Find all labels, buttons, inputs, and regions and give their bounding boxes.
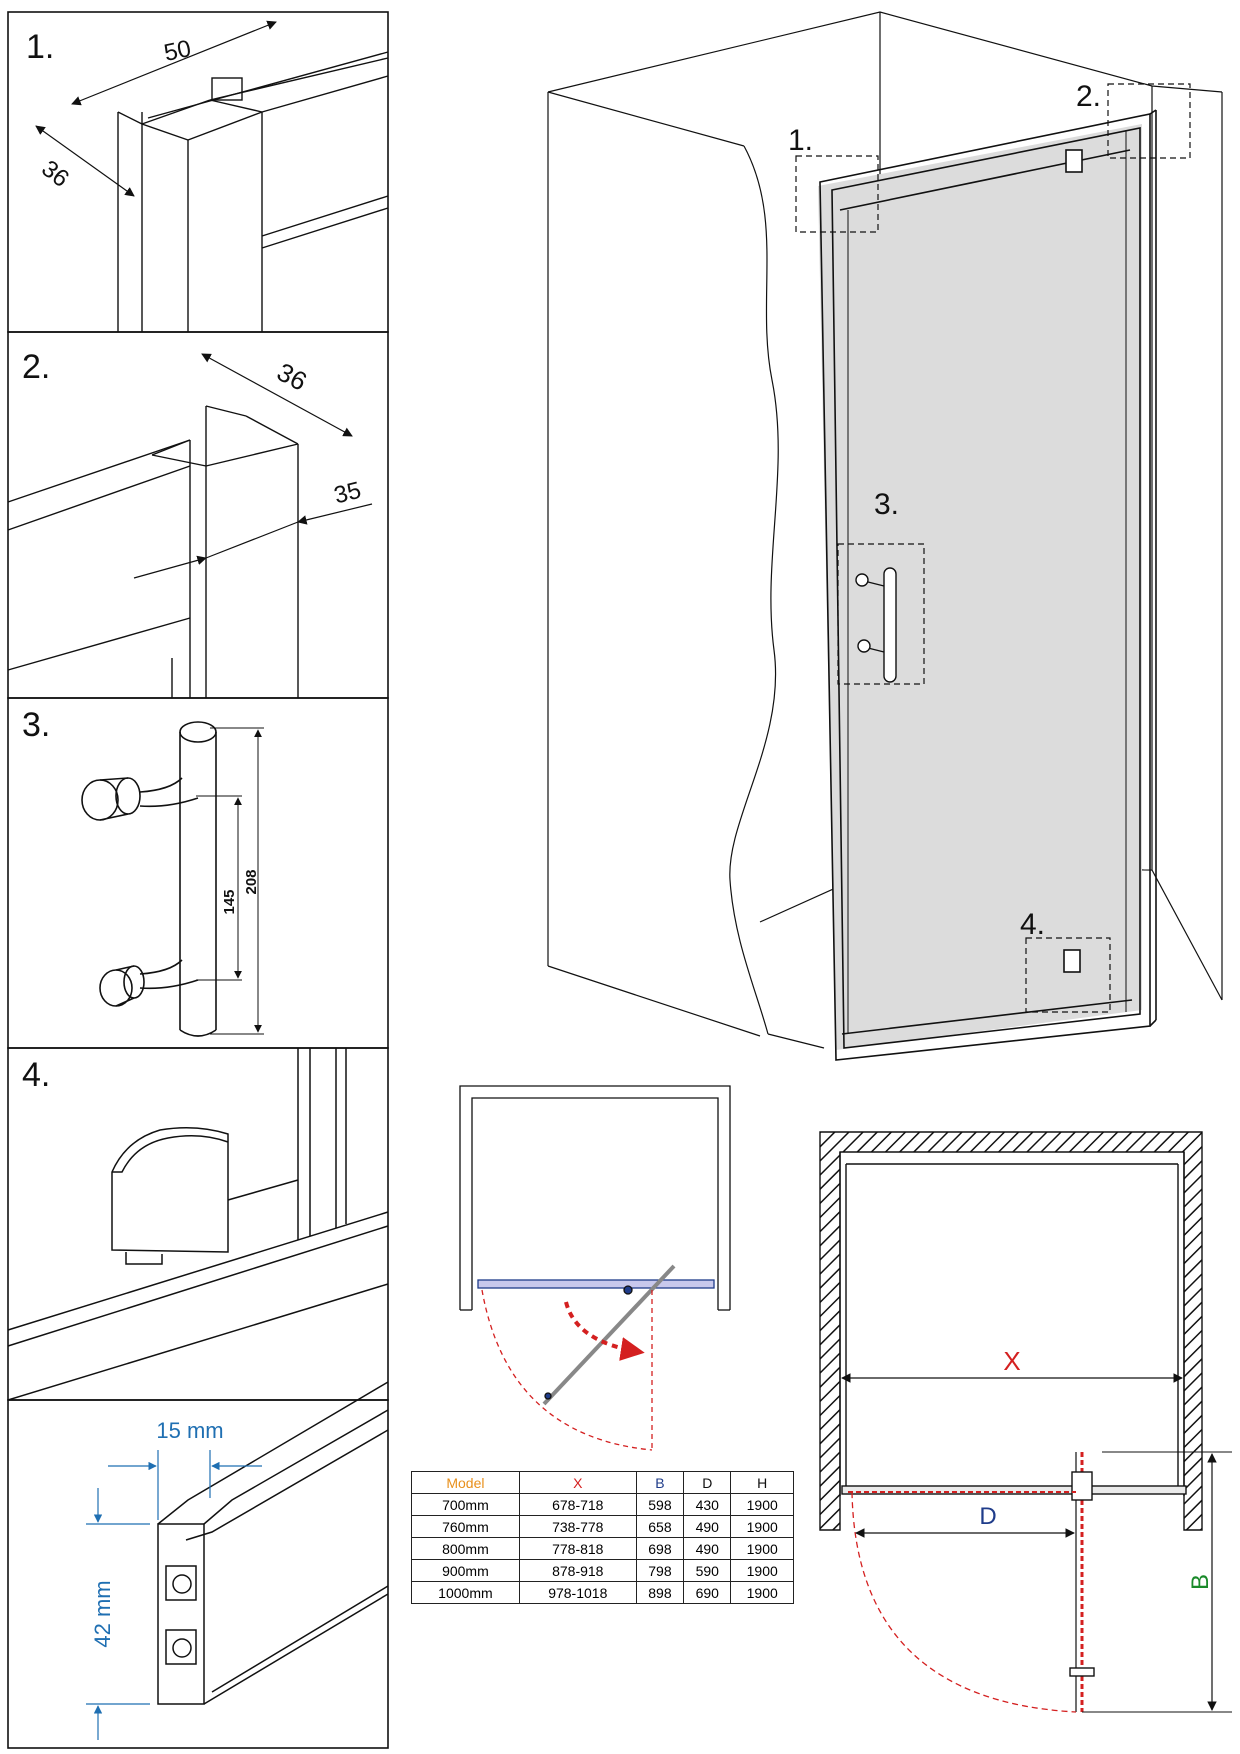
detail-2-profile-drawing xyxy=(7,405,299,698)
detail-5-profile-drawing xyxy=(157,1381,389,1705)
detail-1-dim-width: 50 xyxy=(162,35,194,67)
table-cell: 778-818 xyxy=(518,1537,637,1560)
detail-2-dimensions xyxy=(133,353,373,579)
detail-1-number: 1. xyxy=(26,28,54,66)
table-cell: 490 xyxy=(683,1515,732,1538)
plan-label-x: X xyxy=(1003,1346,1020,1376)
table-cell: 898 xyxy=(635,1581,685,1604)
overview-callout-1: 1. xyxy=(788,124,813,157)
table-cell: 1000mm xyxy=(411,1581,520,1604)
plan-label-d: D xyxy=(979,1503,996,1530)
table-cell: 1900 xyxy=(730,1581,794,1604)
table-cell: 798 xyxy=(635,1559,685,1582)
table-cell: 690 xyxy=(683,1581,732,1604)
overview-callout-2: 2. xyxy=(1076,80,1101,113)
table-cell: 1900 xyxy=(730,1537,794,1560)
overview-enclosure xyxy=(547,11,1223,1049)
table-row: 900mm 878-918 798 590 1900 xyxy=(411,1559,794,1582)
table-cell: 658 xyxy=(635,1515,685,1538)
table-cell: 698 xyxy=(635,1537,685,1560)
table-cell: 1900 xyxy=(730,1559,794,1582)
table-cell: 490 xyxy=(683,1537,732,1560)
overview-door xyxy=(818,109,1157,1061)
overview-handle xyxy=(855,567,897,683)
detail-3-dimensions xyxy=(196,727,264,1035)
overview-callout-boxes xyxy=(795,83,1191,1013)
table-cell: 1900 xyxy=(730,1493,794,1516)
spec-header-h: H xyxy=(730,1471,794,1494)
detail-2-number: 2. xyxy=(22,348,50,386)
plan-view xyxy=(819,1131,1232,1713)
detail-panel-4-frame xyxy=(7,1047,389,1401)
overview-callout-3: 3. xyxy=(874,488,899,521)
table-cell: 700mm xyxy=(411,1493,520,1516)
detail-5-dim-height: 42 mm xyxy=(90,1580,115,1647)
detail-4-number: 4. xyxy=(22,1056,50,1094)
table-cell: 800mm xyxy=(411,1537,520,1560)
detail-5-dimensions xyxy=(86,1450,262,1740)
detail-3-dim-inner: 145 xyxy=(221,889,238,914)
detail-3-number: 3. xyxy=(22,706,50,744)
table-cell: 1900 xyxy=(730,1515,794,1538)
detail-1-dim-depth: 36 xyxy=(36,155,74,193)
spec-header-model: Model xyxy=(411,1471,520,1494)
spec-table: Model X B D H 700mm 678-718 598 430 1900… xyxy=(411,1471,794,1604)
table-cell: 900mm xyxy=(411,1559,520,1582)
table-cell: 590 xyxy=(683,1559,732,1582)
detail-2-dim-width: 35 xyxy=(331,477,363,510)
detail-1-profile-drawing xyxy=(117,51,389,332)
detail-4-hinge-drawing xyxy=(7,1048,389,1401)
table-row: 760mm 738-778 658 490 1900 xyxy=(411,1515,794,1538)
spec-header-x: X xyxy=(518,1471,637,1494)
table-row: 1000mm 978-1018 898 690 1900 xyxy=(411,1581,794,1604)
table-cell: 430 xyxy=(683,1493,732,1516)
table-cell: 678-718 xyxy=(518,1493,637,1516)
table-cell: 978-1018 xyxy=(518,1581,637,1604)
overview-callout-4: 4. xyxy=(1020,908,1045,941)
spec-header-d: D xyxy=(683,1471,732,1494)
detail-2-dim-depth: 36 xyxy=(272,357,312,397)
detail-3-handle-drawing xyxy=(81,721,217,1037)
table-cell: 738-778 xyxy=(518,1515,637,1538)
table-row: 800mm 778-818 698 490 1900 xyxy=(411,1537,794,1560)
detail-1-dimensions xyxy=(35,20,277,197)
detail-3-dim-outer: 208 xyxy=(243,869,260,894)
table-cell: 760mm xyxy=(411,1515,520,1538)
spec-header-b: B xyxy=(635,1471,685,1494)
detail-panel-2-frame xyxy=(7,331,389,699)
table-row: 700mm 678-718 598 430 1900 xyxy=(411,1493,794,1516)
table-cell: 878-918 xyxy=(518,1559,637,1582)
spec-table-header-row: Model X B D H xyxy=(411,1471,794,1494)
detail-panel-3-frame xyxy=(7,697,389,1049)
plan-label-b: B xyxy=(1187,1574,1214,1590)
table-cell: 598 xyxy=(635,1493,685,1516)
swing-diagram xyxy=(459,1085,731,1452)
detail-panels xyxy=(7,11,389,1749)
detail-5-dim-width: 15 mm xyxy=(156,1418,223,1443)
detail-panel-5-frame xyxy=(7,1399,389,1749)
